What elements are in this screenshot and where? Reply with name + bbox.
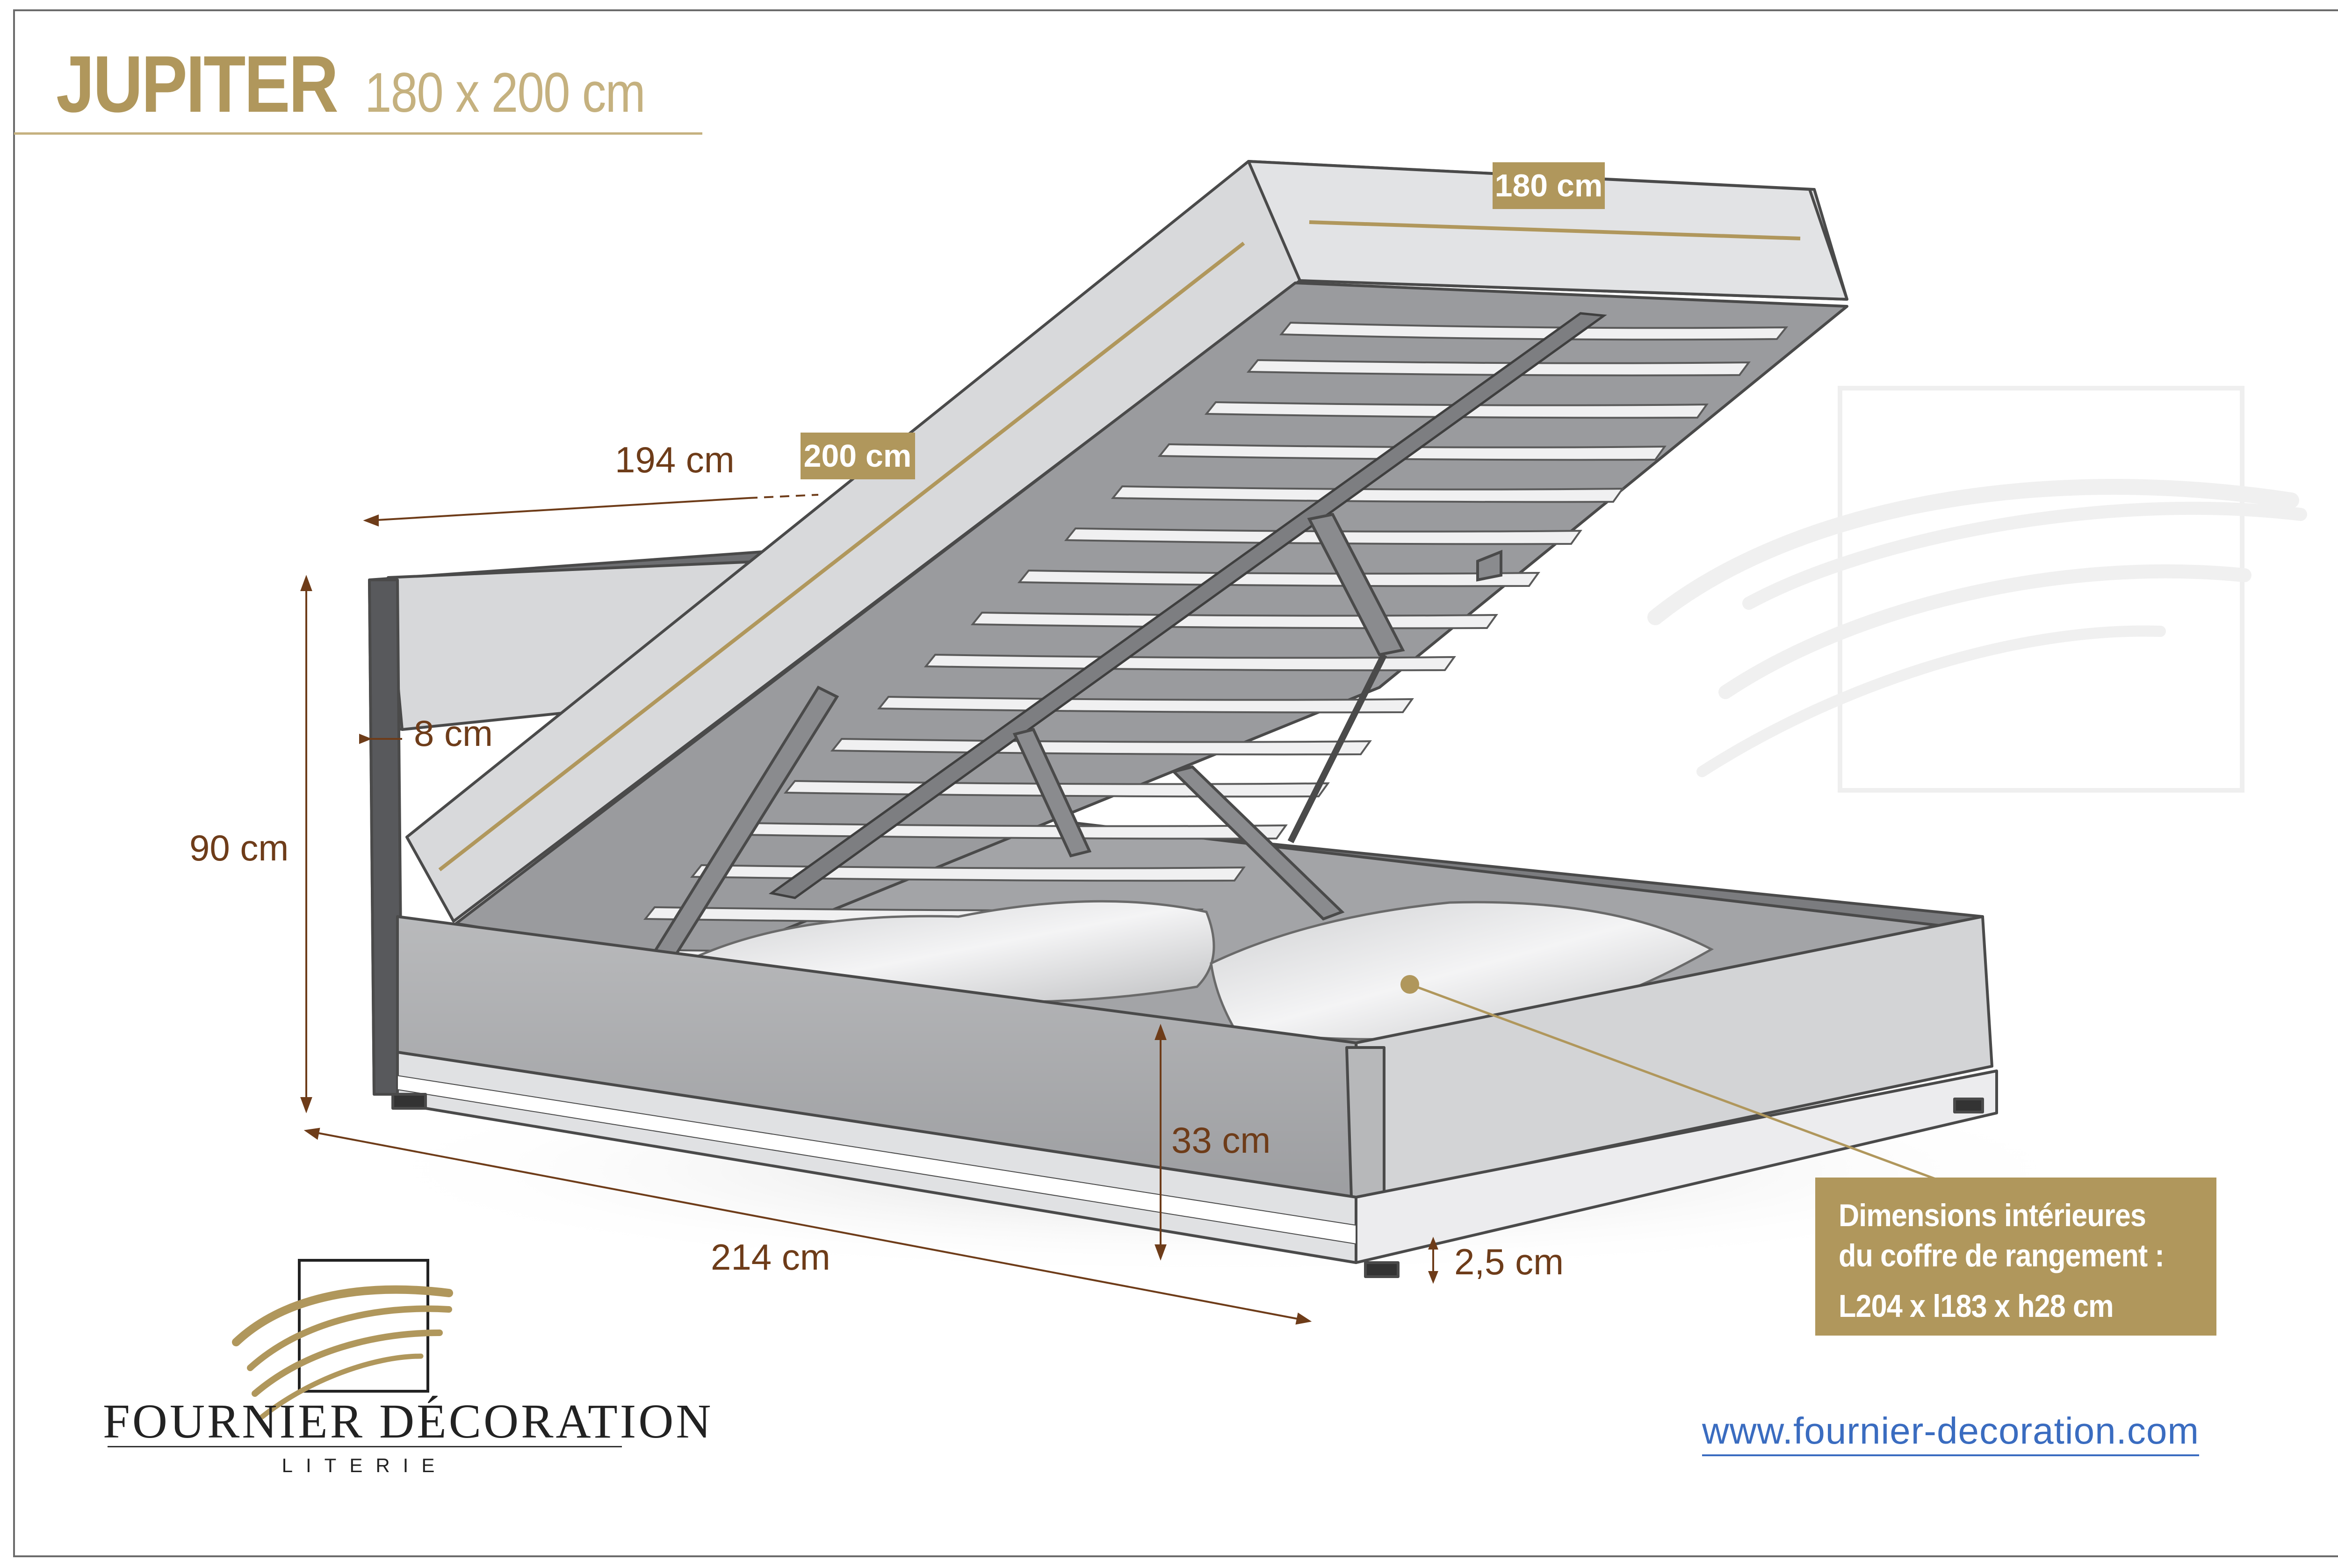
storage-line-3: L204 x l183 x h28 cm (1839, 1288, 2114, 1324)
title-underline (14, 132, 702, 135)
storage-callout-leader (1400, 975, 1941, 1182)
bed-base (391, 915, 1998, 1278)
page-border (13, 9, 2338, 1557)
label-foot-height: 2,5 cm (1454, 1241, 1564, 1282)
product-size: 180 x 200 cm (365, 61, 646, 124)
lid-center-beam (768, 312, 1607, 899)
tag-200-text: 200 cm (804, 438, 912, 474)
brand-subtitle: LITERIE (281, 1454, 448, 1476)
tag-180: 180 cm (1493, 162, 1605, 209)
storage-line-2: du coffre de rangement : (1839, 1238, 2165, 1273)
label-total-width: 194 cm (615, 439, 735, 480)
website-link[interactable]: www.fournier-decoration.com (1702, 1408, 2199, 1456)
title-block: JUPITER 180 x 200 cm (56, 42, 711, 136)
storage-line-1: Dimensions intérieures (1839, 1198, 2146, 1233)
label-total-length: 214 cm (711, 1236, 830, 1278)
label-headboard-height: 90 cm (189, 827, 289, 868)
tag-200: 200 cm (801, 433, 915, 479)
tag-180-text: 180 cm (1495, 168, 1603, 203)
brand-logo: FOURNIER DÉCORATION LITERIE (103, 1253, 714, 1487)
label-side-height: 33 cm (1171, 1120, 1270, 1161)
storage-dimensions-box: Dimensions intérieures du coffre de rang… (1815, 1178, 2216, 1336)
lid-guides (438, 220, 1801, 872)
label-headboard-thickness: 8 cm (414, 713, 493, 754)
logo-mark (232, 1259, 453, 1420)
dimension-lines (300, 494, 1438, 1325)
gas-struts (652, 513, 1502, 961)
brand-name: FOURNIER DÉCORATION (103, 1395, 714, 1448)
brand-rule (108, 1446, 622, 1447)
product-name: JUPITER (56, 39, 339, 129)
watermark-logo (1647, 386, 2307, 793)
